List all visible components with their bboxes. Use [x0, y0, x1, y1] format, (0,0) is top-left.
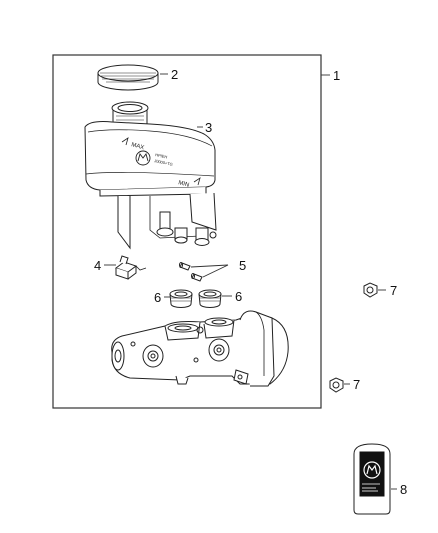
callout-5: 5 — [239, 258, 247, 273]
mounting-nut-upper — [363, 282, 378, 298]
mounting-nut-lower — [329, 377, 344, 393]
callout-7-upper: 7 — [390, 283, 398, 298]
callout-6-right: 6 — [235, 289, 243, 304]
mopar-logo-icon — [135, 150, 151, 166]
reservoir-grommets — [169, 289, 222, 308]
brake-fluid-bottle — [353, 443, 391, 515]
callout-1: 1 — [333, 68, 341, 83]
callout-8: 8 — [400, 482, 408, 497]
reservoir-max-label: MAX — [130, 142, 144, 151]
reservoir-cap — [97, 64, 159, 91]
retaining-pins — [179, 262, 203, 282]
callout-2: 2 — [171, 67, 179, 82]
reservoir-min-label: MIN — [177, 180, 189, 189]
callout-6-left: 6 — [154, 290, 162, 305]
reservoir-text-line2: J0000+TG — [154, 158, 173, 167]
callout-3: 3 — [205, 120, 213, 135]
assembly-frame — [52, 54, 322, 409]
master-cylinder-body — [111, 310, 289, 387]
fluid-level-sensor — [114, 255, 147, 280]
reservoir-text-line1: HPIEH — [155, 152, 168, 159]
leader-lines — [104, 73, 397, 490]
callout-4: 4 — [94, 258, 102, 273]
brake-fluid-reservoir — [84, 101, 217, 250]
callout-7-lower: 7 — [353, 377, 361, 392]
